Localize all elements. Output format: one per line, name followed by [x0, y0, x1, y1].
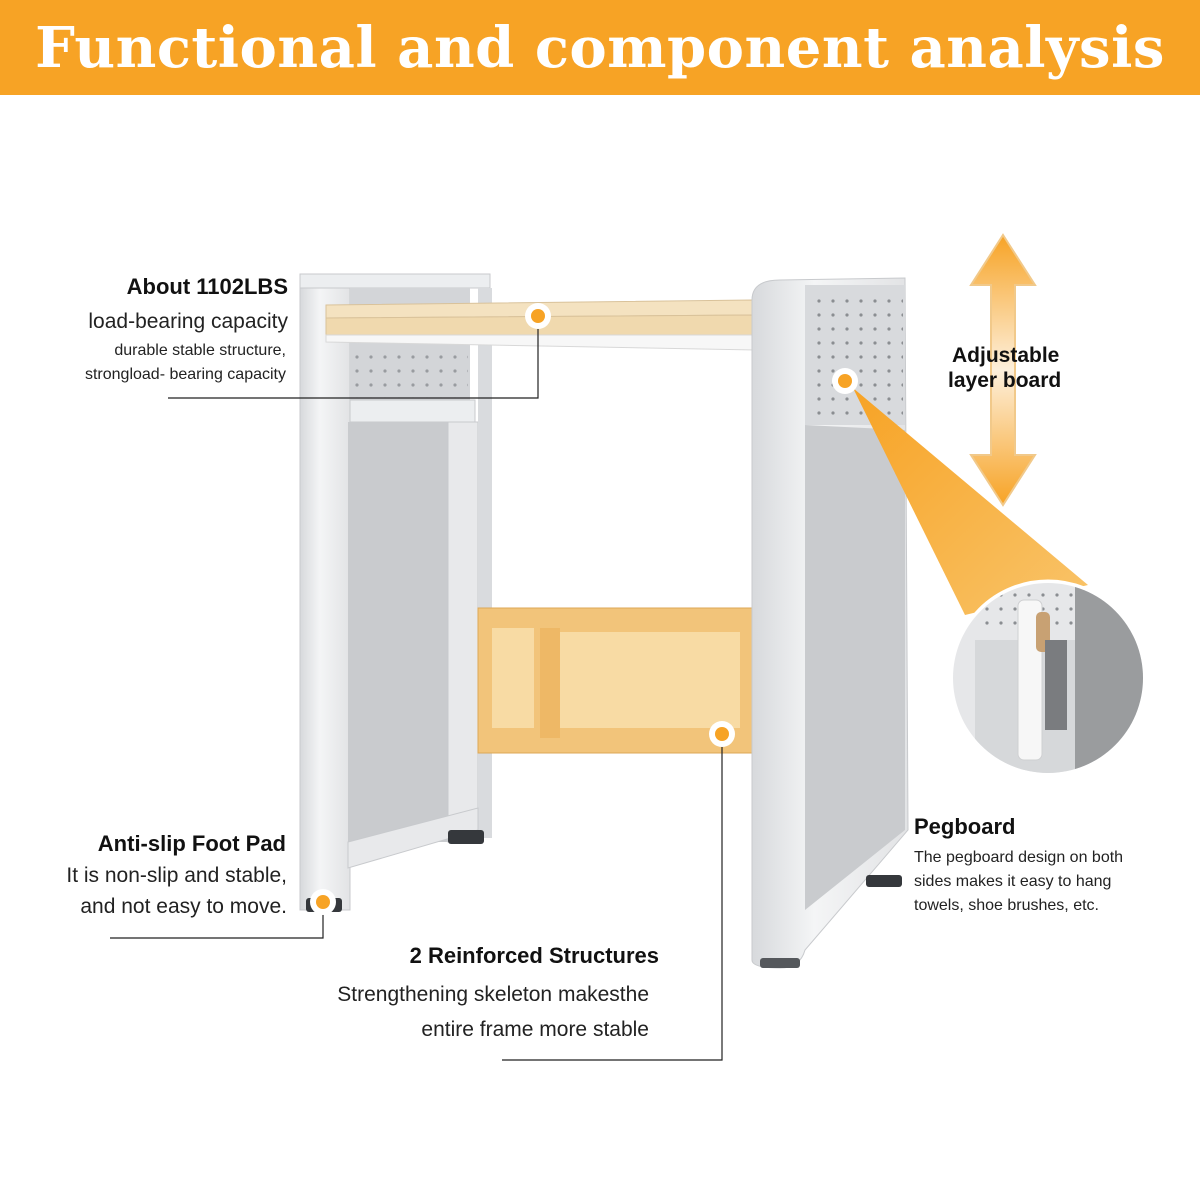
- marker-dot-load: [525, 303, 551, 329]
- foot-line2: and not easy to move.: [80, 895, 287, 918]
- marker-dot-brace: [709, 721, 735, 747]
- reinforced-line1: Strengthening skeleton makesthe: [337, 983, 649, 1006]
- page-title: Functional and component analysis: [35, 14, 1165, 81]
- pegboard-zoom-cone: [853, 388, 1088, 615]
- pegboard-zoom-image: [949, 579, 1147, 777]
- pegboard-line3: towels, shoe brushes, etc.: [914, 897, 1099, 914]
- left-side-frame: [299, 273, 492, 912]
- load-subheading: load-bearing capacity: [88, 310, 288, 333]
- load-line2: strongload- bearing capacity: [84, 366, 286, 383]
- foot-heading: Anti-slip Foot Pad: [97, 831, 286, 856]
- pegboard-heading: Pegboard: [914, 814, 1016, 839]
- pegboard-line1: The pegboard design on both: [914, 849, 1124, 866]
- right-side-frame: [751, 277, 909, 969]
- marker-dot-layer: [832, 368, 858, 394]
- reinforced-brace: [477, 607, 754, 754]
- title-banner: Functional and component analysis: [0, 0, 1200, 95]
- reinforced-heading: 2 Reinforced Structures: [409, 943, 659, 968]
- foot-line1: It is non-slip and stable,: [66, 864, 287, 887]
- reinforced-line2: entire frame more stable: [421, 1018, 649, 1041]
- load-heading: About 1102LBS: [126, 274, 288, 299]
- load-line1: durable stable structure,: [114, 342, 286, 359]
- marker-dot-foot: [310, 889, 336, 915]
- layer-line1: Adjustable: [952, 344, 1060, 367]
- pegboard-line2: sides makes it easy to hang: [914, 873, 1112, 890]
- adjustable-arrow: [969, 233, 1037, 507]
- layer-line2: layer board: [948, 369, 1062, 392]
